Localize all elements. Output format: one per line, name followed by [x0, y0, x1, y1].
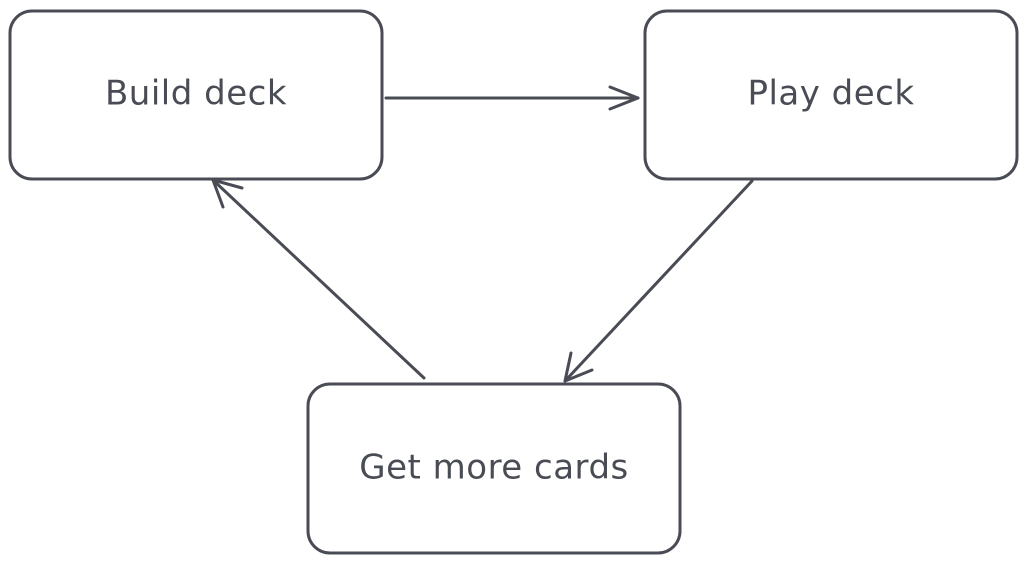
node-play-deck[interactable]: Play deck	[643, 9, 1019, 181]
edge-build-to-play	[384, 85, 640, 111]
node-get-more-cards-label: Get more cards	[359, 448, 629, 488]
arrowhead-icon	[563, 351, 594, 383]
node-build-deck[interactable]: Build deck	[8, 9, 384, 181]
node-build-deck-label: Build deck	[105, 74, 287, 114]
edge-cards-to-build	[211, 178, 426, 380]
edge-play-to-cards	[563, 179, 754, 383]
arrowhead-icon	[608, 85, 640, 111]
node-play-deck-label: Play deck	[747, 74, 914, 114]
node-get-more-cards[interactable]: Get more cards	[306, 382, 682, 555]
